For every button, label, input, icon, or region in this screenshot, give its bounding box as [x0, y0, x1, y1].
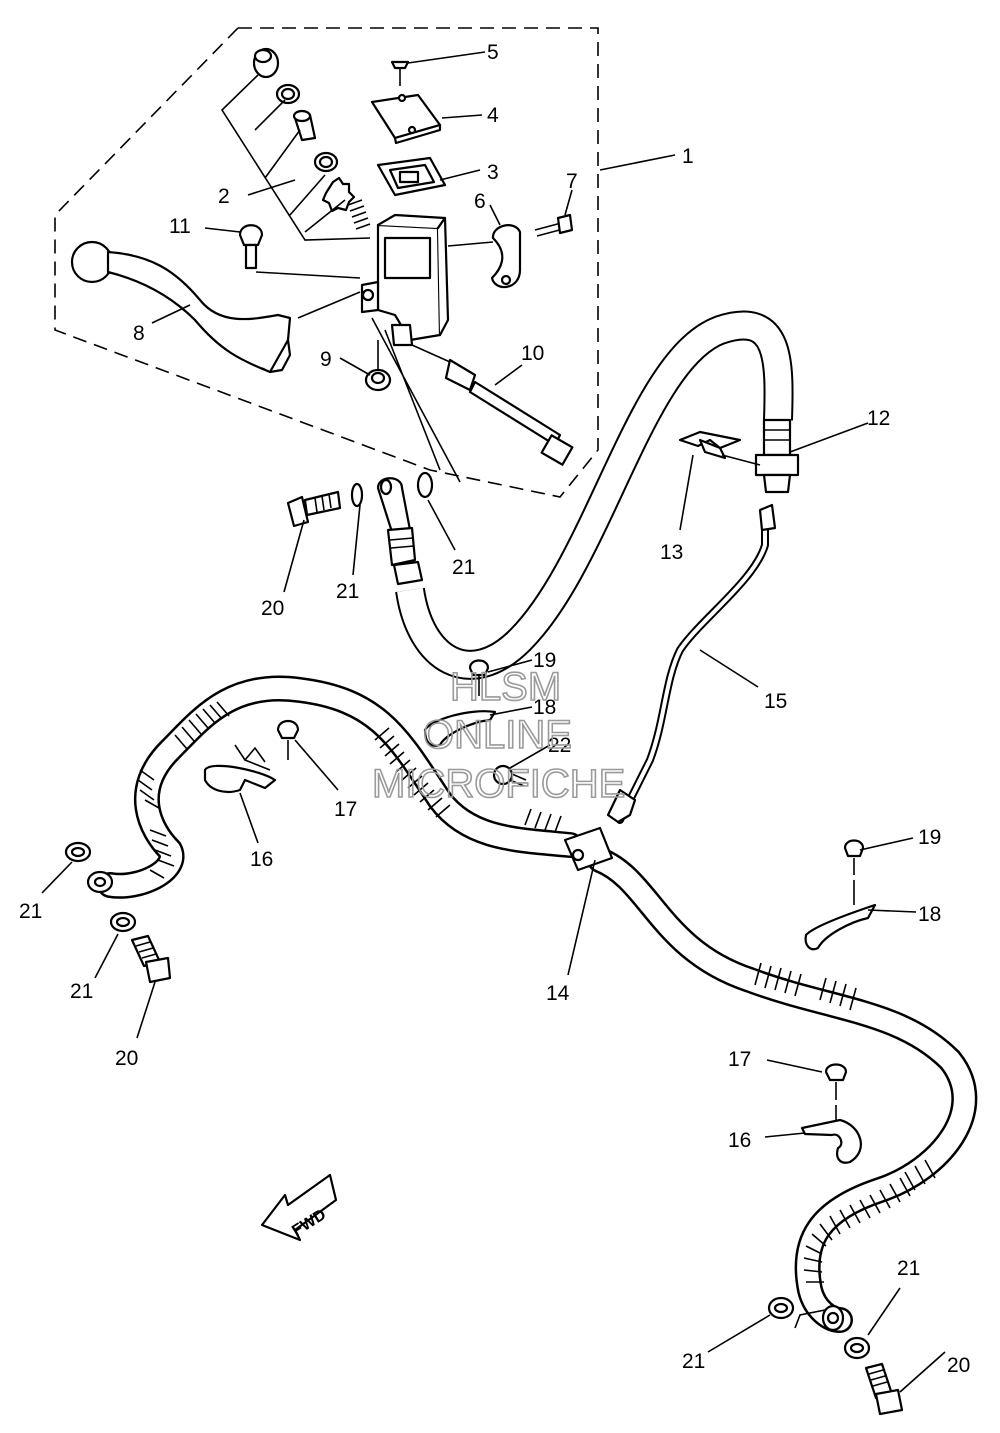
hose-joint [754, 418, 800, 532]
callout-7: 7 [566, 170, 578, 193]
reservoir-cap [370, 93, 442, 145]
fwd-arrow: FWD [260, 1173, 338, 1242]
callout-20-left: 20 [115, 1047, 138, 1070]
callout-17-right: 17 [728, 1048, 751, 1071]
screw-17-left [276, 719, 300, 760]
screw-19-top [468, 659, 490, 696]
callout-12: 12 [867, 407, 890, 430]
hose-clamp-left [203, 744, 277, 794]
nut [364, 340, 392, 392]
callout-13: 13 [660, 541, 683, 564]
hose-clamp-right-16 [800, 1063, 862, 1164]
upper-banjo [350, 471, 434, 586]
callout-17-left: 17 [334, 798, 357, 821]
pivot-bolt [238, 224, 361, 279]
callout-6: 6 [474, 190, 486, 213]
callout-20-right: 20 [947, 1354, 970, 1377]
leader-lines [41, 51, 946, 1393]
callout-19-top: 19 [533, 649, 556, 672]
callout-21-upper-left: 21 [336, 580, 359, 603]
callout-1: 1 [682, 145, 694, 168]
banjo-bolt-upper [286, 490, 342, 528]
callout-21-right-a: 21 [682, 1350, 705, 1373]
piston-kit [252, 47, 371, 230]
callout-9: 9 [320, 348, 332, 371]
callout-4: 4 [487, 104, 499, 127]
diaphragm [376, 156, 447, 197]
watermark-line-1: HLSM [450, 665, 561, 709]
callout-19-right: 19 [918, 826, 941, 849]
callout-2: 2 [218, 185, 230, 208]
watermark-line-2: ONLINE [423, 713, 572, 757]
callout-20-upper: 20 [261, 597, 284, 620]
bolt-22 [492, 764, 527, 787]
callout-numbers: 1 2 3 4 5 6 7 8 9 10 11 12 13 14 15 16 1… [19, 41, 970, 1377]
callout-16-right: 16 [728, 1129, 751, 1152]
callout-16-left: 16 [250, 848, 273, 871]
lower-right-banjo [767, 1296, 904, 1416]
callout-18-right: 18 [918, 903, 941, 926]
callout-21-left-b: 21 [70, 980, 93, 1003]
callout-8: 8 [133, 322, 145, 345]
callout-21-left-a: 21 [19, 900, 42, 923]
callout-3: 3 [487, 161, 499, 184]
callout-22: 22 [548, 734, 571, 757]
clip [678, 430, 761, 466]
hose-clamp-top [423, 710, 497, 747]
assembly-outline [54, 27, 599, 498]
callout-18-top: 18 [533, 696, 556, 719]
callout-10: 10 [521, 342, 544, 365]
callout-15: 15 [764, 690, 787, 713]
brake-light-switch [411, 344, 574, 466]
cap-screw [390, 60, 410, 86]
watermark-line-3: MICROFICHE [372, 762, 625, 806]
handlebar-clamp [490, 224, 522, 288]
brake-lever [70, 240, 361, 374]
callout-21-upper-right: 21 [452, 556, 475, 579]
callout-21-right-b: 21 [897, 1257, 920, 1280]
master-cylinder-body [360, 213, 450, 347]
callout-5: 5 [487, 41, 499, 64]
watermark: HLSM ONLINE MICROFICHE [371, 664, 626, 807]
lower-left-banjo [64, 841, 172, 984]
lower-right-hose [587, 847, 978, 1333]
hose-clamp-right-18 [804, 839, 877, 951]
piston-kit-bracket [220, 74, 371, 241]
callout-14: 14 [546, 982, 570, 1005]
clamp-bolt [534, 213, 574, 237]
hose-corrugation [137, 701, 936, 1283]
joint-block [563, 788, 637, 872]
callout-11: 11 [169, 215, 191, 238]
